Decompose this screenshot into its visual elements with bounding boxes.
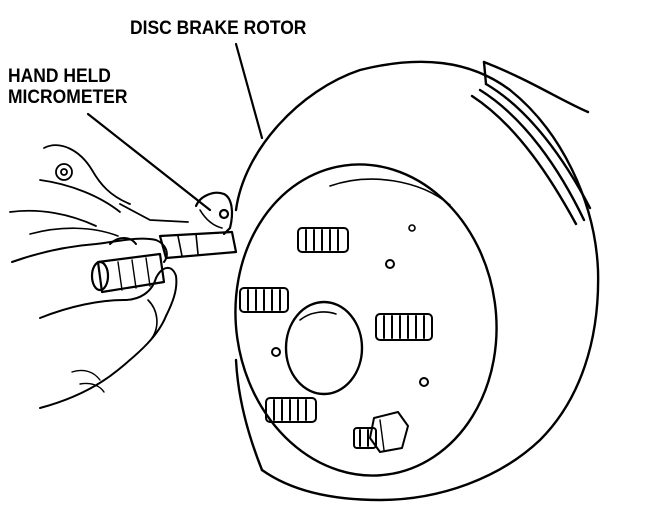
micrometer-leader-line (86, 112, 212, 212)
locating-hole (385, 259, 395, 269)
locating-hole (419, 377, 429, 387)
micrometer-thimble (96, 252, 166, 294)
center-bore (284, 300, 364, 396)
upper-arm-edge (29, 227, 119, 237)
micrometer-spindle (158, 230, 238, 260)
rotor-lower-edge (234, 358, 264, 472)
wheel-studs (239, 227, 433, 453)
suspension-parts (9, 144, 189, 227)
micrometer-frame (194, 191, 234, 236)
lower-hand-outline (39, 267, 178, 409)
micrometer-anvil (218, 208, 230, 220)
leader-lines (86, 42, 264, 212)
hub-outer-ring (234, 163, 498, 477)
locating-hole (271, 347, 281, 357)
suspension-arm (43, 144, 131, 205)
disc-brake-rotor-text: DISC BRAKE ROTOR (130, 18, 307, 39)
splash-shield-edge (9, 209, 97, 227)
rotor-disc (234, 60, 600, 502)
hand-held-micrometer-label: HAND HELD MICROMETER (8, 66, 127, 108)
brake-line-strand (470, 94, 578, 226)
wheel-stud-with-nut (353, 411, 409, 453)
disc-brake-rotor-label: DISC BRAKE ROTOR (130, 18, 306, 39)
upper-hand-outline (11, 237, 168, 263)
micrometer-tool (90, 191, 238, 294)
micrometer-ratchet (90, 260, 110, 292)
caliper-bracket (119, 203, 189, 223)
center-bore-inner (299, 311, 337, 321)
wheel-stud (297, 227, 349, 253)
bolt-head (55, 163, 73, 181)
wheel-stud (239, 287, 289, 313)
wheel-stud (265, 397, 317, 423)
lug-nut (369, 411, 409, 453)
hand-held-text: HAND HELD (8, 66, 111, 87)
knuckle-line (71, 369, 101, 381)
rotor-outer-edge (234, 60, 600, 502)
rotor-leader-line (234, 42, 264, 140)
technician-hands (11, 227, 178, 409)
micrometer-frame-inner (199, 209, 223, 229)
hub-rim-shadow (329, 178, 451, 206)
lower-thumb (147, 299, 158, 339)
brake-line-strand (484, 82, 592, 210)
brake-line-strand (482, 60, 590, 114)
suspension-arm (39, 179, 121, 213)
brake-line-strand (478, 88, 586, 222)
bolt-center (60, 168, 68, 176)
upper-finger (109, 237, 137, 245)
brake-line-end (482, 60, 488, 86)
hub-face (234, 163, 498, 477)
knuckle-line (79, 382, 105, 393)
micrometer-text: MICROMETER (8, 87, 128, 108)
locating-hole (408, 224, 416, 232)
wheel-stud (375, 313, 433, 341)
